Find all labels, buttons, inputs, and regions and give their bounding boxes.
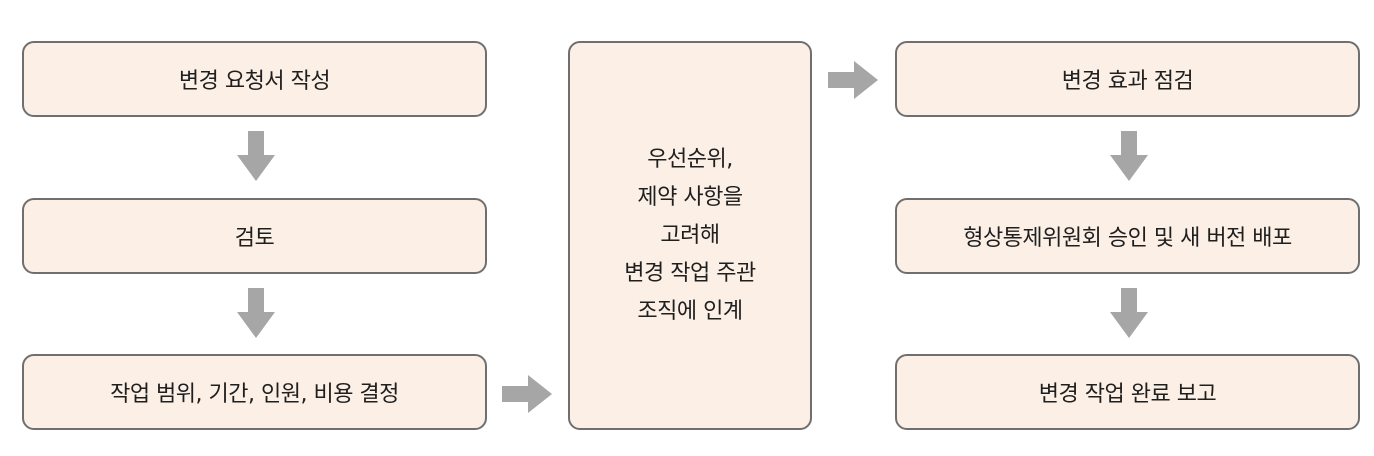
arrow-down-icon: [237, 288, 275, 338]
handover-line: 우선순위,: [647, 146, 733, 172]
step-label: 변경 요청서 작성: [178, 69, 331, 94]
handover-line: 조직에 인계: [637, 298, 743, 324]
step-ccb-approval: 형상통제위원회 승인 및 새 버전 배포: [895, 198, 1360, 274]
step-handover: 우선순위, 제약 사항을 고려해 변경 작업 주관 조직에 인계: [568, 41, 812, 430]
step-change-request: 변경 요청서 작성: [22, 41, 487, 117]
handover-line: 고려해: [660, 222, 720, 248]
handover-line: 변경 작업 주관: [624, 260, 756, 286]
step-scope-decision: 작업 범위, 기간, 인원, 비용 결정: [22, 354, 487, 430]
arrow-down-icon: [1110, 131, 1148, 181]
arrow-right-icon: [502, 375, 552, 413]
step-completion-report: 변경 작업 완료 보고: [895, 354, 1360, 430]
step-effect-check: 변경 효과 점검: [895, 41, 1360, 117]
handover-line: 제약 사항을: [637, 184, 743, 210]
step-label: 작업 범위, 기간, 인원, 비용 결정: [110, 382, 399, 407]
arrow-right-icon: [828, 61, 878, 99]
arrow-down-icon: [237, 131, 275, 181]
step-label: 형상통제위원회 승인 및 새 버전 배포: [963, 226, 1292, 251]
step-label: 변경 작업 완료 보고: [1038, 382, 1217, 407]
step-label: 검토: [234, 226, 275, 251]
step-review: 검토: [22, 198, 487, 274]
step-label: 변경 효과 점검: [1061, 69, 1194, 94]
arrow-down-icon: [1110, 288, 1148, 338]
